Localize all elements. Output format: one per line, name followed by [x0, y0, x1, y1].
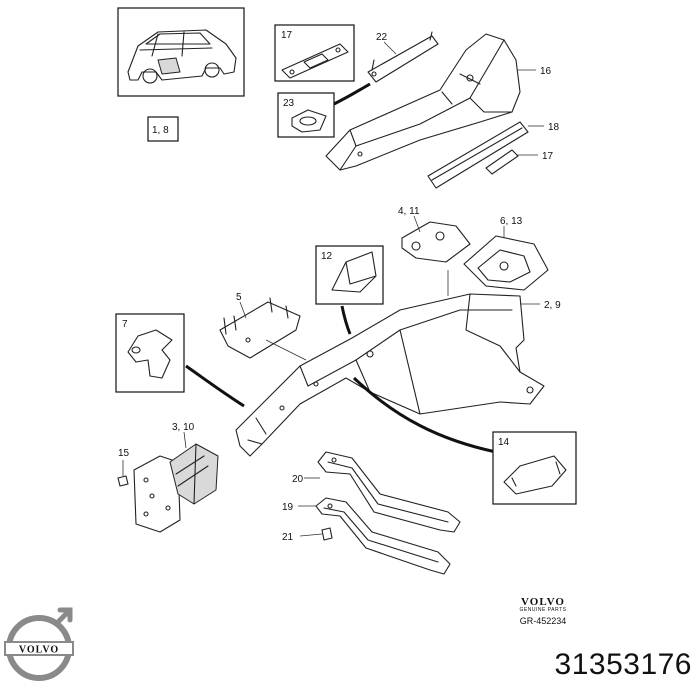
stamp-brand: VOLVO	[521, 596, 565, 608]
part-22-bracket: 22	[367, 31, 439, 83]
part-number: 31353176	[554, 648, 692, 681]
callout-16: 16	[540, 66, 552, 77]
genuine-parts-stamp: VOLVO GENUINE PARTS GR-452234	[498, 596, 588, 626]
callout-19: 19	[282, 502, 294, 513]
part-18-reinforcement: 18	[427, 121, 560, 189]
part-16-upper-rail: 16	[325, 33, 552, 171]
callout-1-8: 1, 8	[152, 125, 169, 136]
callout-18: 18	[548, 122, 560, 133]
detail-box-23: 23	[277, 92, 335, 138]
diagram-reference: GR-452234	[519, 616, 567, 626]
part-15-bolt: 15	[117, 448, 130, 487]
callout-5: 5	[236, 292, 242, 303]
callout-6-13: 6, 13	[500, 216, 523, 227]
part-17-bracket-lower: 17	[485, 149, 554, 175]
part-5-bracket: 5	[219, 292, 307, 361]
stamp-subtitle: GENUINE PARTS	[519, 607, 567, 613]
part-21-bolt: 21	[282, 527, 333, 543]
part-3-10-crash-box: 3, 10	[133, 422, 219, 533]
callout-7: 7	[122, 319, 128, 330]
callout-22: 22	[376, 32, 388, 43]
part-2-9-frame-rail: 2, 9	[235, 270, 561, 457]
logo-wordmark: VOLVO	[19, 645, 59, 656]
callout-15: 15	[118, 448, 130, 459]
car-overview-thumbnail	[117, 7, 245, 97]
part-4-11-bracket: 4, 11	[398, 206, 471, 263]
detail-box-12: 12	[315, 245, 384, 305]
detail-box-17: 17	[274, 24, 355, 82]
detail-box-7: 7	[115, 313, 185, 393]
callout-2-9: 2, 9	[544, 300, 561, 311]
callout-3-10: 3, 10	[172, 422, 195, 433]
part-19-crossmember: 19	[282, 497, 451, 575]
volvo-logo-icon: VOLVO	[4, 607, 74, 681]
callout-12: 12	[321, 251, 333, 262]
callout-17-lower: 17	[542, 151, 554, 162]
detail-box-14: 14	[492, 431, 577, 505]
callout-20: 20	[292, 474, 304, 485]
callout-23: 23	[283, 98, 295, 109]
callout-17-top: 17	[281, 30, 293, 41]
callout-4-11: 4, 11	[398, 206, 420, 217]
part-20-crossmember: 20	[292, 451, 461, 533]
callout-box-1-8: 1, 8	[147, 116, 179, 142]
callout-21: 21	[282, 532, 294, 543]
callout-14: 14	[498, 437, 510, 448]
part-6-13-plate: 6, 13	[463, 216, 549, 291]
